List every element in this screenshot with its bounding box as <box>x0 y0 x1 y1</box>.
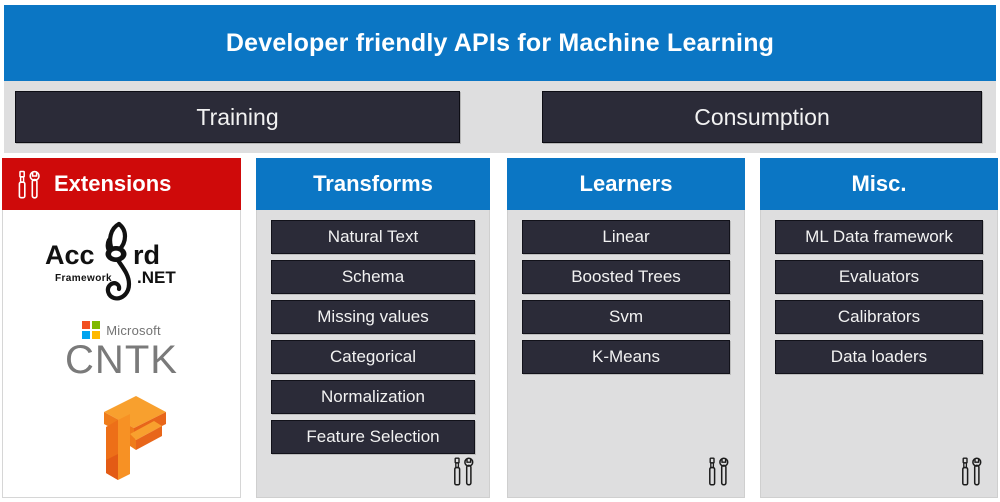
panel-header-extensions: Extensions <box>2 158 241 210</box>
item-ml-data-framework[interactable]: ML Data framework <box>775 220 983 254</box>
panel-body-transforms: Natural Text Schema Missing values Categ… <box>256 210 490 498</box>
item-label: ML Data framework <box>805 227 953 246</box>
svg-text:.NET: .NET <box>137 268 176 287</box>
item-boosted-trees[interactable]: Boosted Trees <box>522 260 730 294</box>
panel-body-learners: Linear Boosted Trees Svm K-Means <box>507 210 745 498</box>
item-k-means[interactable]: K-Means <box>522 340 730 374</box>
microsoft-logo-icon <box>82 321 101 340</box>
svg-text:rd: rd <box>133 240 160 270</box>
panel-header-learners: Learners <box>507 158 745 210</box>
item-natural-text[interactable]: Natural Text <box>271 220 475 254</box>
panel-title-transforms: Transforms <box>313 171 433 196</box>
panel-title-misc: Misc. <box>851 171 907 196</box>
panel-transforms: Transforms Natural Text Schema Missing v… <box>256 158 490 498</box>
item-label: Feature Selection <box>306 427 440 446</box>
panel-body-misc: ML Data framework Evaluators Calibrators… <box>760 210 998 498</box>
stage-label-consumption: Consumption <box>694 103 830 130</box>
item-label: Categorical <box>330 347 416 366</box>
tools-icon <box>961 457 985 487</box>
item-label: Schema <box>341 267 405 286</box>
panel-learners: Learners Linear Boosted Trees Svm K-Mean… <box>507 158 745 498</box>
panel-header-misc: Misc. <box>760 158 998 210</box>
panel-extensions: Extensions Acc rd Framework .NET <box>2 158 241 498</box>
svg-text:Framework: Framework <box>55 273 112 284</box>
item-label: Boosted Trees <box>571 267 681 286</box>
item-missing-values[interactable]: Missing values <box>271 300 475 334</box>
svg-text:Acc: Acc <box>45 240 95 270</box>
item-label: Missing values <box>317 307 429 326</box>
stage-button-consumption[interactable]: Consumption <box>542 91 982 143</box>
stage-band: Training Consumption <box>4 81 996 153</box>
item-label: Linear <box>602 227 650 246</box>
item-label: Natural Text <box>327 227 419 246</box>
stage-label-training: Training <box>196 103 279 130</box>
banner: Developer friendly APIs for Machine Lear… <box>4 5 996 81</box>
accord-net-logo: Acc rd Framework .NET <box>3 218 240 310</box>
item-categorical[interactable]: Categorical <box>271 340 475 374</box>
panel-title-learners: Learners <box>579 171 673 196</box>
tensorflow-logo <box>3 393 240 487</box>
panel-header-transforms: Transforms <box>256 158 490 210</box>
tools-icon <box>453 457 477 487</box>
panel-title-extensions: Extensions <box>54 171 172 196</box>
cntk-wordmark: CNTK <box>65 338 178 383</box>
item-label: Calibrators <box>837 307 921 326</box>
item-feature-selection[interactable]: Feature Selection <box>271 420 475 454</box>
item-label: Normalization <box>321 387 425 406</box>
page-title: Developer friendly APIs for Machine Lear… <box>225 28 775 57</box>
item-label: Svm <box>609 307 643 326</box>
item-label: Data loaders <box>830 347 928 366</box>
item-schema[interactable]: Schema <box>271 260 475 294</box>
microsoft-cntk-logo: Microsoft CNTK <box>3 310 240 393</box>
item-normalization[interactable]: Normalization <box>271 380 475 414</box>
item-evaluators[interactable]: Evaluators <box>775 260 983 294</box>
panel-body-extensions: Acc rd Framework .NET Microsoft CNTK <box>2 210 241 498</box>
item-label: K-Means <box>591 347 661 366</box>
tools-icon <box>708 457 732 487</box>
item-calibrators[interactable]: Calibrators <box>775 300 983 334</box>
tools-icon <box>16 170 44 200</box>
stage-button-training[interactable]: Training <box>15 91 460 143</box>
panel-misc: Misc. ML Data framework Evaluators Calib… <box>760 158 998 498</box>
microsoft-brand-row: Microsoft <box>82 321 161 340</box>
microsoft-brand-label: Microsoft <box>106 322 161 338</box>
item-label: Evaluators <box>838 267 920 286</box>
item-svm[interactable]: Svm <box>522 300 730 334</box>
item-linear[interactable]: Linear <box>522 220 730 254</box>
item-data-loaders[interactable]: Data loaders <box>775 340 983 374</box>
